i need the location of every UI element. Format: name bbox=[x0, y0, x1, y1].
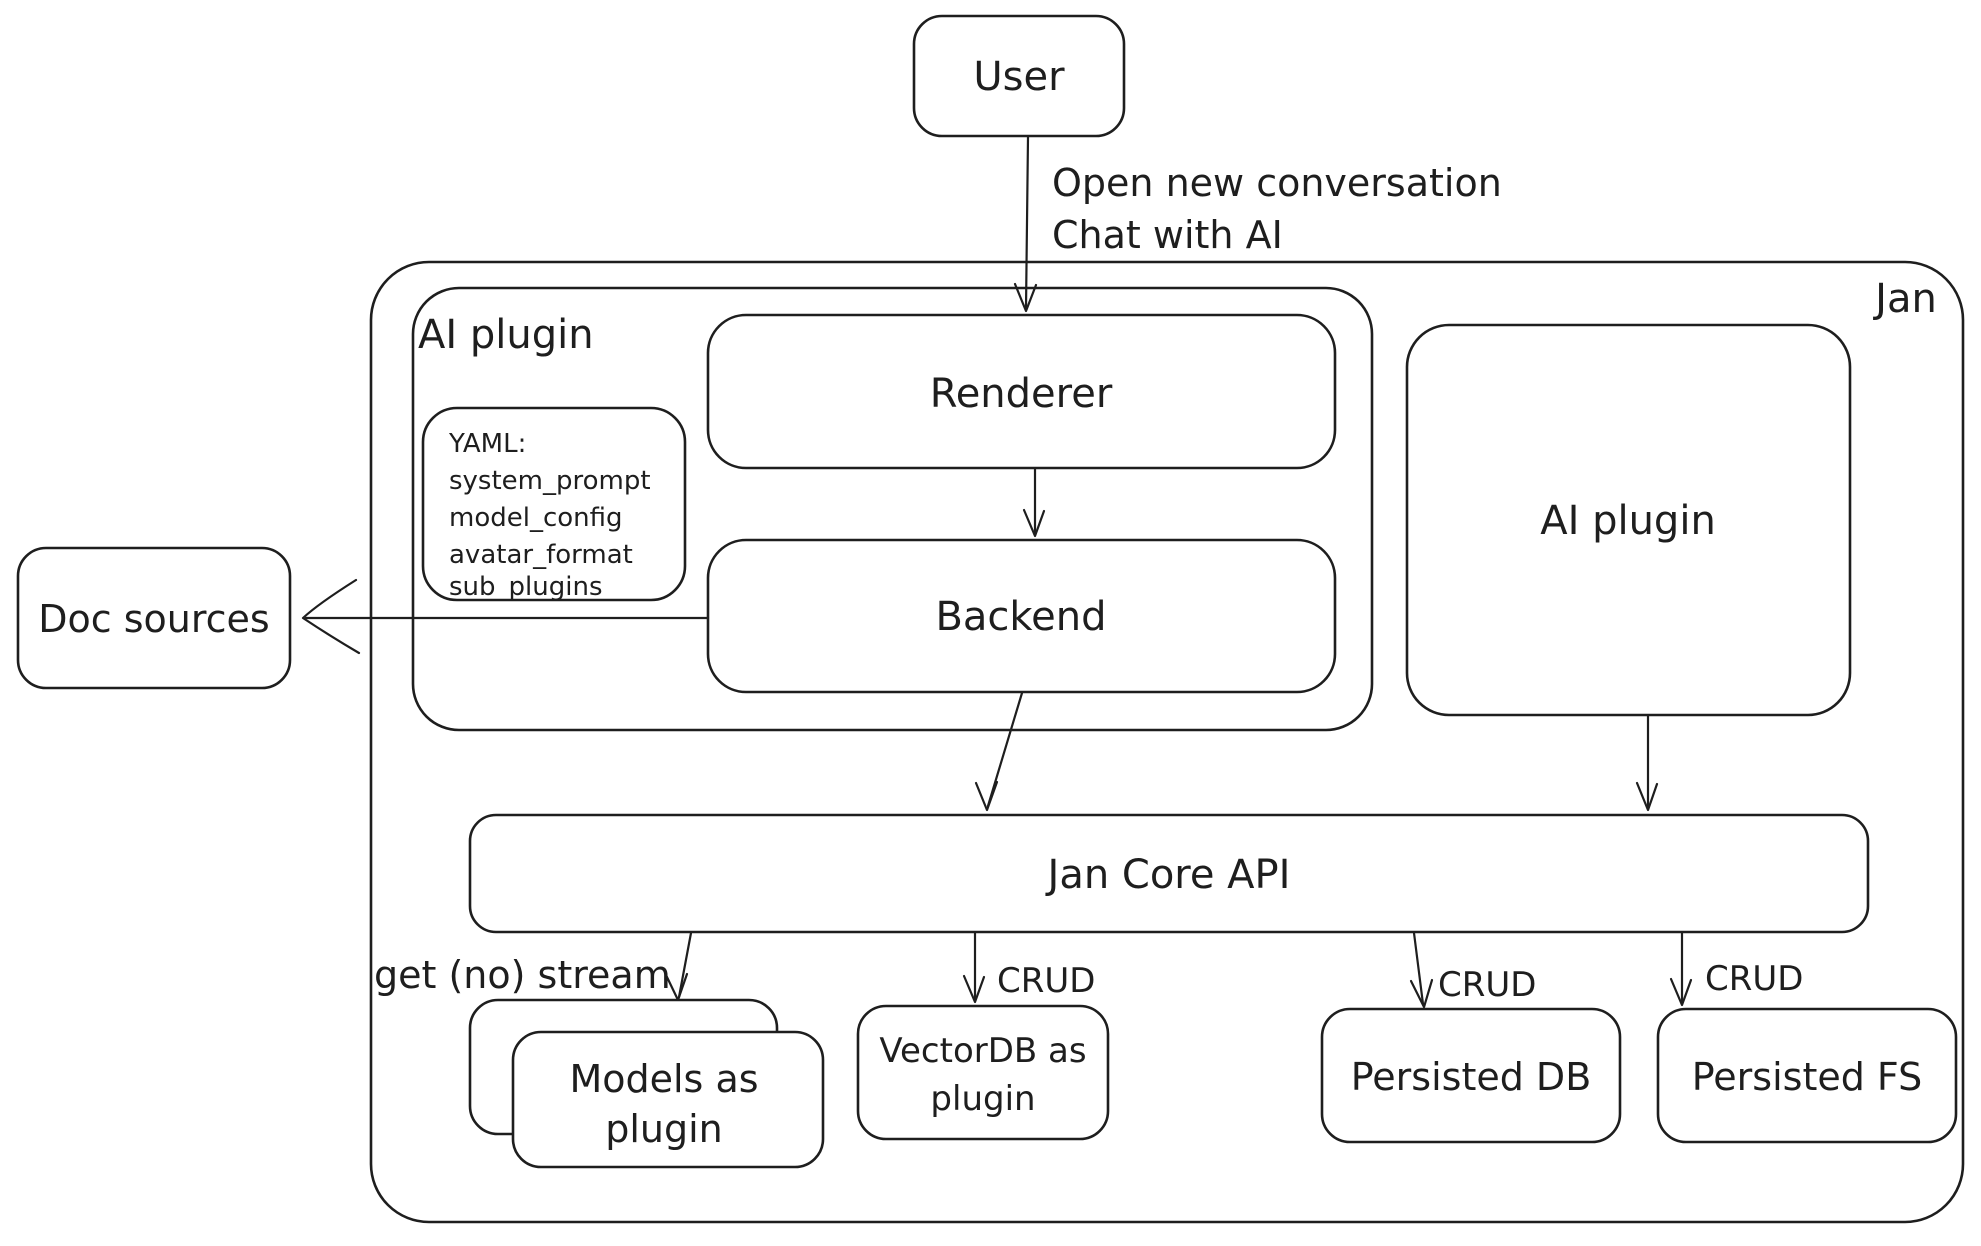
jan-core-to-vectordb-arrow bbox=[962, 931, 986, 1004]
yaml-note-box bbox=[421, 406, 687, 602]
backend-to-doc-sources-arrow bbox=[301, 578, 710, 655]
doc-sources-node: Doc sources bbox=[16, 546, 292, 690]
jan-core-to-persisted-fs-arrow bbox=[1669, 931, 1693, 1007]
backend-label: Backend bbox=[935, 594, 1106, 640]
arrow-head bbox=[1669, 977, 1693, 1007]
arrow-line bbox=[1024, 135, 1030, 310]
renderer-label: Renderer bbox=[930, 371, 1113, 417]
vectordb-as-plugin-box bbox=[856, 1004, 1110, 1141]
persisted-db-box bbox=[1320, 1007, 1622, 1144]
doc-sources-box bbox=[16, 546, 292, 690]
jan-core-to-persisted-db-arrow bbox=[1409, 931, 1434, 1009]
persisted-fs-box bbox=[1656, 1007, 1958, 1144]
yaml-note-line4: avatar_format bbox=[449, 540, 633, 570]
models-as-plugin-front-box bbox=[511, 1030, 825, 1169]
jan-container-box bbox=[369, 260, 1965, 1224]
persisted-db-label: Persisted DB bbox=[1351, 1055, 1592, 1099]
models-as-plugin-node: Models as plugin bbox=[468, 998, 825, 1169]
persisted-fs-label: Persisted FS bbox=[1692, 1055, 1923, 1099]
arrow-head bbox=[962, 974, 986, 1004]
get-no-stream-edge-label: get (no) stream bbox=[374, 953, 671, 997]
jan-core-api-node: Jan Core API bbox=[468, 813, 1870, 934]
ai-plugin-right-to-jan-core-arrow bbox=[1635, 714, 1659, 812]
crud-persisted-fs-edge-label: CRUD bbox=[1705, 959, 1803, 999]
user-box bbox=[912, 14, 1126, 138]
crud-persisted-db-edge-label: CRUD bbox=[1438, 965, 1536, 1005]
renderer-node: Renderer bbox=[706, 313, 1337, 470]
vectordb-as-plugin-label-line2: plugin bbox=[930, 1079, 1035, 1119]
arrow-head bbox=[1022, 508, 1046, 538]
ai-plugin-right-label: AI plugin bbox=[1540, 498, 1716, 544]
backend-to-jan-core-arrow bbox=[974, 691, 1024, 812]
arrow-head bbox=[974, 780, 999, 812]
arrow-head bbox=[1409, 978, 1434, 1009]
user-node: User bbox=[912, 14, 1126, 138]
renderer-to-backend-arrow bbox=[1022, 467, 1046, 538]
renderer-box bbox=[706, 313, 1337, 470]
jan-container-node: Jan bbox=[369, 260, 1965, 1224]
yaml-note-line1: YAML: bbox=[448, 429, 526, 459]
models-as-plugin-label-line1: Models as bbox=[569, 1057, 758, 1101]
arrow-head bbox=[301, 578, 361, 655]
arrow-head bbox=[1013, 282, 1038, 313]
yaml-note-line2: system_prompt bbox=[449, 466, 651, 496]
user-to-renderer-arrow bbox=[1013, 135, 1038, 313]
arrow-head bbox=[1635, 781, 1659, 812]
jan-core-api-label: Jan Core API bbox=[1045, 852, 1291, 898]
ai-plugin-right-box bbox=[1405, 323, 1852, 717]
backend-box bbox=[706, 538, 1337, 694]
user-edge-label-line1: Open new conversation bbox=[1052, 161, 1502, 205]
arrow-line bbox=[1412, 931, 1425, 1006]
backend-node: Backend bbox=[706, 538, 1337, 694]
user-label: User bbox=[973, 54, 1065, 100]
yaml-note-line5: sub_plugins bbox=[449, 572, 603, 602]
user-edge-label-line2: Chat with AI bbox=[1052, 213, 1283, 257]
persisted-db-node: Persisted DB bbox=[1320, 1007, 1622, 1144]
ai-plugin-left-node: AI plugin bbox=[411, 286, 1374, 732]
persisted-fs-node: Persisted FS bbox=[1656, 1007, 1958, 1144]
crud-vectordb-edge-label: CRUD bbox=[997, 961, 1095, 1001]
yaml-note-node: YAML: system_prompt model_config avatar_… bbox=[421, 406, 687, 602]
jan-core-api-box bbox=[468, 813, 1870, 934]
ai-plugin-left-label: AI plugin bbox=[418, 312, 594, 358]
models-as-plugin-label-line2: plugin bbox=[605, 1107, 723, 1151]
jan-container-label: Jan bbox=[1872, 276, 1937, 322]
doc-sources-label: Doc sources bbox=[38, 597, 269, 641]
arrow-line bbox=[677, 931, 693, 999]
yaml-note-line3: model_config bbox=[449, 503, 623, 533]
ai-plugin-left-box bbox=[411, 286, 1374, 732]
arrow-line bbox=[986, 691, 1024, 808]
vectordb-as-plugin-label-line1: VectorDB as bbox=[879, 1031, 1086, 1071]
ai-plugin-right-node: AI plugin bbox=[1405, 323, 1852, 717]
vectordb-as-plugin-node: VectorDB as plugin bbox=[856, 1004, 1110, 1141]
